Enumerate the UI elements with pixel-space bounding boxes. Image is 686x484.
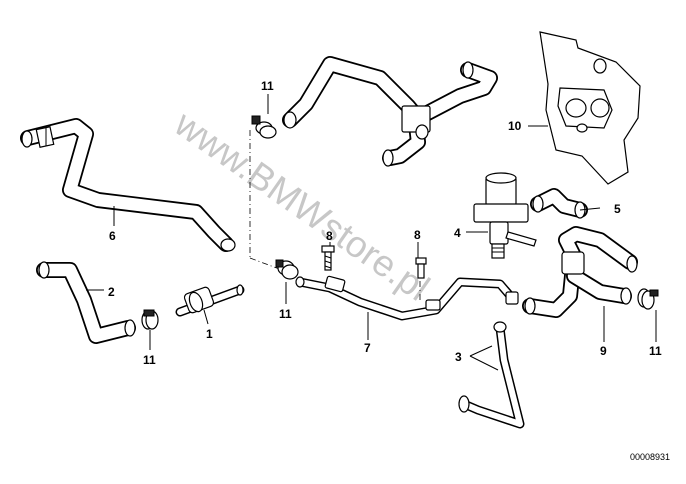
- callout-2: 2: [108, 285, 115, 299]
- drawing-number: 00008931: [630, 452, 670, 462]
- clamp-part-11-right: [637, 288, 659, 310]
- hose-part-2: [36, 261, 136, 344]
- clamp-part-11-lower-left: [141, 309, 159, 330]
- callout-8-left: 8: [326, 229, 333, 243]
- leader-lines: [86, 94, 657, 371]
- callout-1: 1: [206, 327, 213, 341]
- callout-11-top: 11: [261, 79, 274, 93]
- callout-10: 10: [508, 119, 522, 133]
- valve-part-1: [175, 284, 245, 317]
- hose-part-5: [530, 188, 588, 219]
- hose-part-6: [20, 118, 236, 252]
- clamp-part-11-middle: [275, 259, 299, 280]
- bolt-part-8-left: [321, 245, 335, 271]
- bracket-part-10: [539, 31, 641, 185]
- callout-11-right: 11: [649, 344, 662, 358]
- hose-part-9: [522, 226, 638, 318]
- callout-8-right: 8: [414, 228, 421, 242]
- callout-11-lower-left: 11: [143, 353, 156, 367]
- callout-7: 7: [364, 341, 371, 355]
- callout-3: 3: [455, 350, 462, 364]
- hose-upper-center: [282, 56, 498, 167]
- callout-9: 9: [600, 344, 607, 358]
- assembly-line-to-clamp: [249, 257, 283, 271]
- pump-part-4: [473, 172, 537, 259]
- callout-5: 5: [614, 202, 621, 216]
- callout-4: 4: [454, 226, 461, 240]
- bolt-part-8-right: [415, 257, 427, 279]
- pipe-part-3: [458, 321, 525, 429]
- callout-6: 6: [109, 229, 116, 243]
- clamp-part-11-top: [251, 115, 277, 139]
- callout-11-middle: 11: [279, 307, 292, 321]
- pipe-part-7: [295, 275, 519, 321]
